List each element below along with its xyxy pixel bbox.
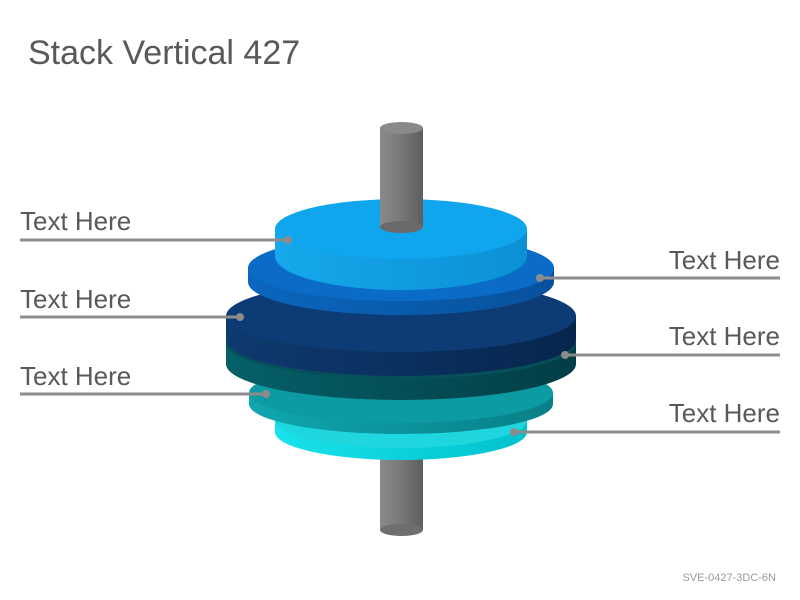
label-right-1[interactable]: Text Here — [668, 245, 780, 275]
axle-top — [380, 122, 423, 233]
leader-dot-right-1 — [536, 274, 544, 282]
label-right-3[interactable]: Text Here — [668, 398, 780, 428]
leader-dot-right-2 — [561, 351, 569, 359]
slide-title: Stack Vertical 427 — [28, 34, 301, 72]
leader-lines — [20, 238, 780, 434]
footer-code: SVE-0427-3DC-6N — [682, 572, 776, 584]
leader-dot-left-2 — [236, 313, 244, 321]
leader-dots — [236, 236, 569, 436]
leader-dot-right-3 — [510, 428, 518, 436]
label-left-2[interactable]: Text Here — [20, 284, 132, 314]
label-left-3[interactable]: Text Here — [20, 361, 132, 391]
leader-dot-left-3 — [262, 390, 270, 398]
label-left-1[interactable]: Text Here — [20, 206, 132, 236]
label-right-2[interactable]: Text Here — [668, 321, 780, 351]
leader-dot-left-1 — [284, 236, 292, 244]
